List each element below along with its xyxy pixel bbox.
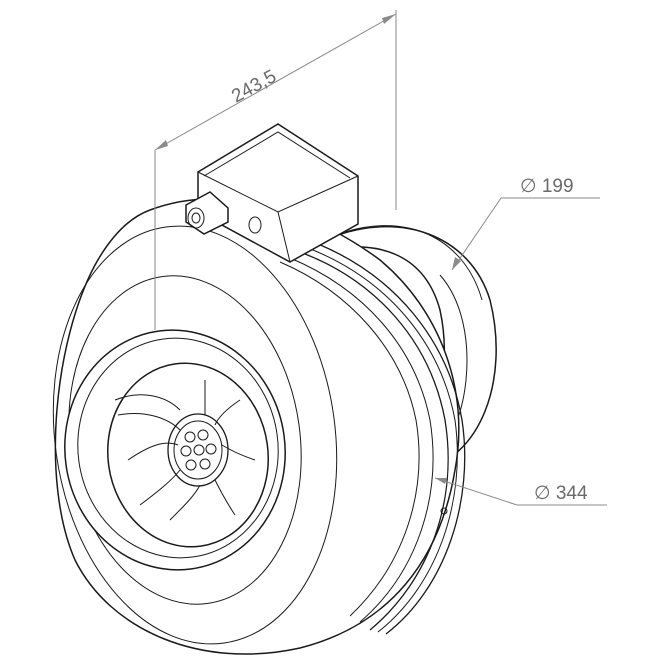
outlet-diameter-label: ∅ 199 [520, 176, 574, 197]
inlet-ring [64, 329, 286, 571]
side-screw [440, 507, 448, 515]
cable-gland [185, 191, 229, 235]
width-dimension-label: 243,5 [228, 66, 280, 107]
impeller [114, 380, 256, 521]
body-diameter-label: ∅ 344 [534, 483, 588, 504]
body-diameter-dimension: ∅ 344 [434, 477, 607, 506]
motor-hub-holes [180, 429, 217, 471]
outlet-diameter-dimension: ∅ 199 [451, 176, 600, 271]
